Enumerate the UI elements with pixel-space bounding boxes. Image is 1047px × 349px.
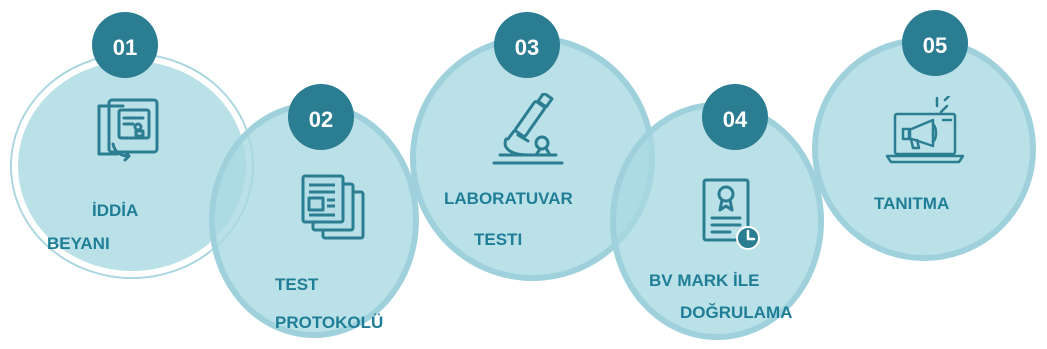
step-5-number-badge: 05	[902, 10, 968, 76]
step-3-number-badge: 03	[494, 12, 560, 78]
step-4-label-line1: BV MARK İLE	[649, 271, 760, 290]
step-4-label-line2: DOĞRULAMA	[680, 303, 793, 322]
step-2-label-line2: PROTOKOLÜ	[275, 313, 384, 332]
step-3-label-line1: LABORATUVAR	[444, 189, 573, 208]
microscope-icon	[488, 93, 568, 171]
step-4-circle	[610, 102, 824, 340]
step-4-number-badge: 04	[702, 84, 768, 150]
step-5-circle	[812, 37, 1036, 261]
step-5-label: TANITMA	[874, 194, 950, 213]
protocol-documents-icon	[297, 172, 371, 242]
certificate-icon	[700, 176, 764, 252]
step-1-label-line1: İDDİA	[92, 201, 139, 220]
step-2-number-badge: 02	[288, 84, 354, 150]
step-1-number-badge: 01	[92, 12, 158, 78]
laptop-megaphone-icon	[885, 96, 969, 168]
step-1-label-line2: BEYANI	[47, 234, 110, 253]
step-3-label-line2: TESTI	[474, 230, 523, 249]
claim-document-icon	[93, 96, 169, 162]
step-2-label-line1: TEST	[275, 275, 319, 294]
